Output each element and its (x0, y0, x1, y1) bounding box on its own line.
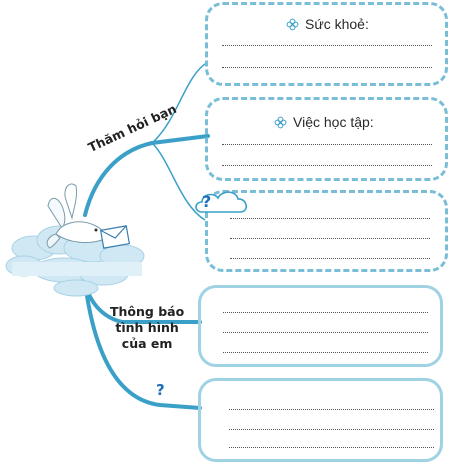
report-write-line-1 (223, 312, 428, 313)
study-write-line-1 (222, 144, 432, 145)
health-title-text: Sức khoẻ: (305, 16, 369, 32)
health-write-line-1 (222, 45, 432, 46)
branch-label-report-line-2: tình hình (115, 320, 179, 335)
envelope-shape (99, 225, 131, 249)
report-box (198, 285, 443, 367)
health-box: Sức khoẻ: (205, 2, 448, 86)
question-write-line-2 (230, 238, 430, 239)
cloud-icon (195, 191, 247, 213)
report-write-line-3 (223, 352, 428, 353)
unknown-box (198, 378, 443, 462)
branch-unknown-line (83, 280, 202, 410)
unknown-write-line-3 (229, 447, 434, 448)
health-write-line-2 (222, 67, 432, 68)
study-title: Việc học tập: (274, 114, 374, 130)
branch-visit-line (150, 134, 210, 145)
cloud-question-mark: ? (202, 192, 212, 211)
study-title-text: Việc học tập: (293, 114, 374, 130)
question-write-line-1 (230, 218, 430, 219)
flower-icon (274, 116, 287, 128)
branch-label-report-line-1: Thông báo (110, 304, 185, 319)
unknown-write-line-2 (229, 429, 434, 430)
branch-label-report: Thông báo tình hình của em (110, 304, 184, 352)
dove-shape (46, 183, 108, 249)
question-cloud: ? (192, 186, 252, 218)
study-box: Việc học tập: (205, 97, 448, 181)
question-write-line-3 (230, 258, 430, 259)
branch-label-report-line-3: của em (121, 336, 173, 351)
other-question-box (205, 190, 448, 272)
unknown-write-line-1 (229, 409, 434, 410)
trunk-upper (83, 141, 154, 217)
health-title: Sức khoẻ: (286, 16, 369, 32)
branch-label-unknown: ? (156, 381, 165, 399)
report-write-line-2 (223, 332, 428, 333)
branch-health-line (151, 61, 209, 144)
branch-question-line (151, 142, 206, 221)
flower-icon (286, 18, 299, 30)
dove-letter-illustration (5, 183, 145, 297)
study-write-line-2 (222, 165, 432, 166)
